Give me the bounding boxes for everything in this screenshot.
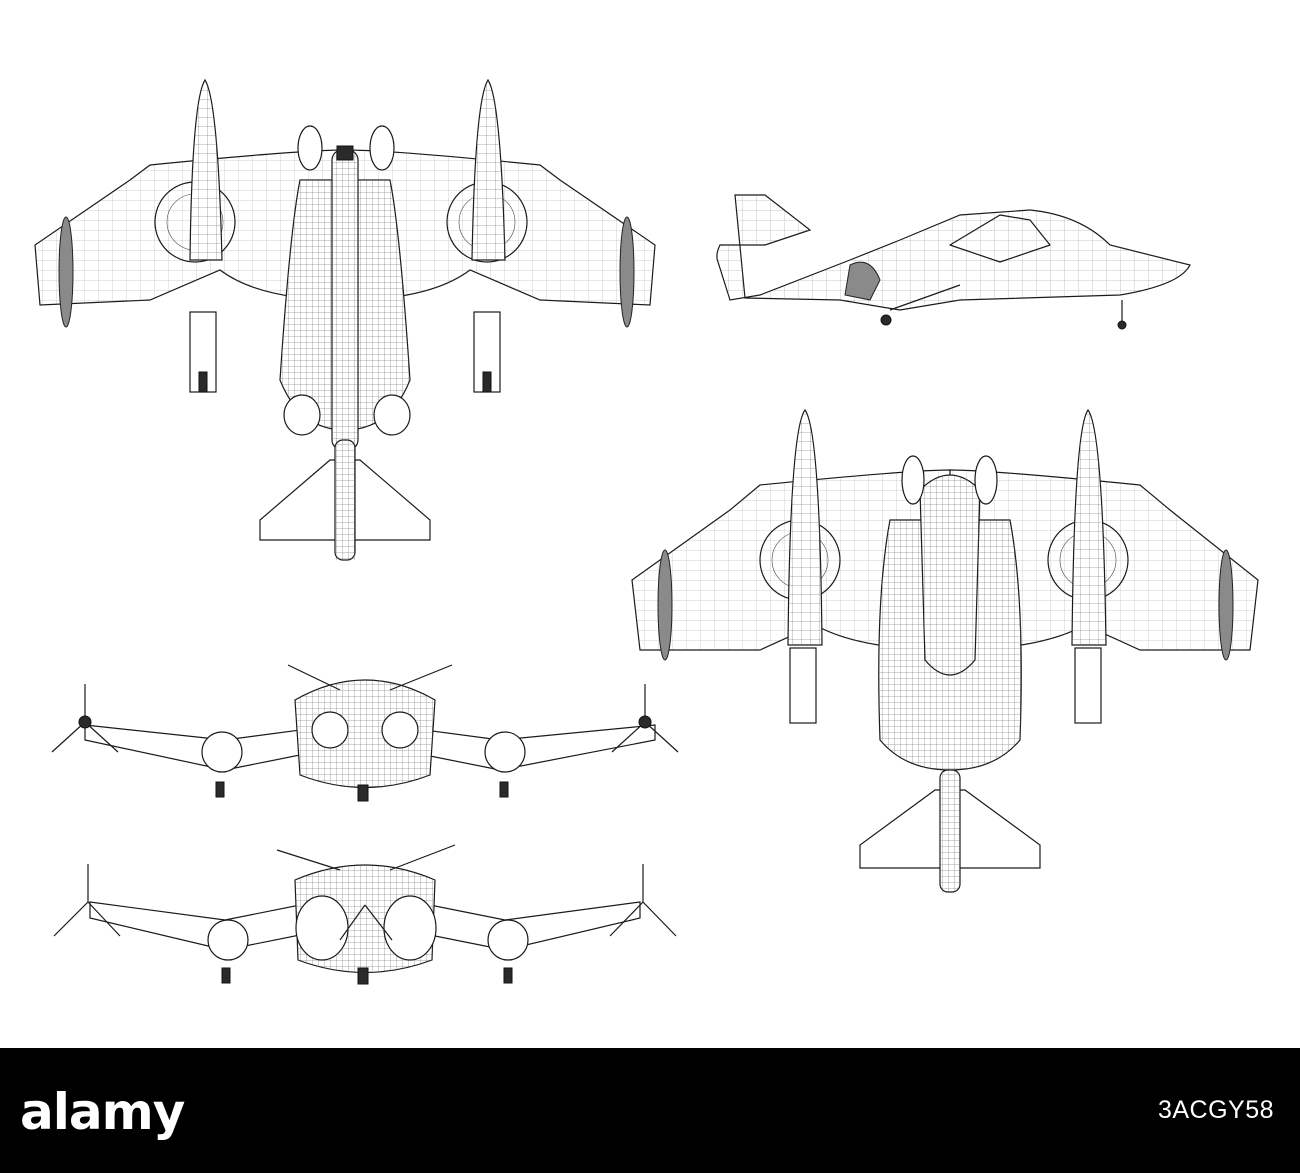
image-id-label: 3ACGY58 xyxy=(1157,1096,1274,1124)
aircraft-front-view xyxy=(51,664,679,802)
aircraft-top-view-left xyxy=(34,78,656,561)
alamy-logo: alamy xyxy=(20,1083,185,1141)
aircraft-rear-view xyxy=(53,844,677,985)
wireframe-aircraft-drawing xyxy=(34,78,1259,985)
aircraft-side-view xyxy=(716,194,1191,330)
watermark-footer-bar xyxy=(0,1048,1300,1173)
aircraft-bottom-view-right xyxy=(631,408,1259,893)
